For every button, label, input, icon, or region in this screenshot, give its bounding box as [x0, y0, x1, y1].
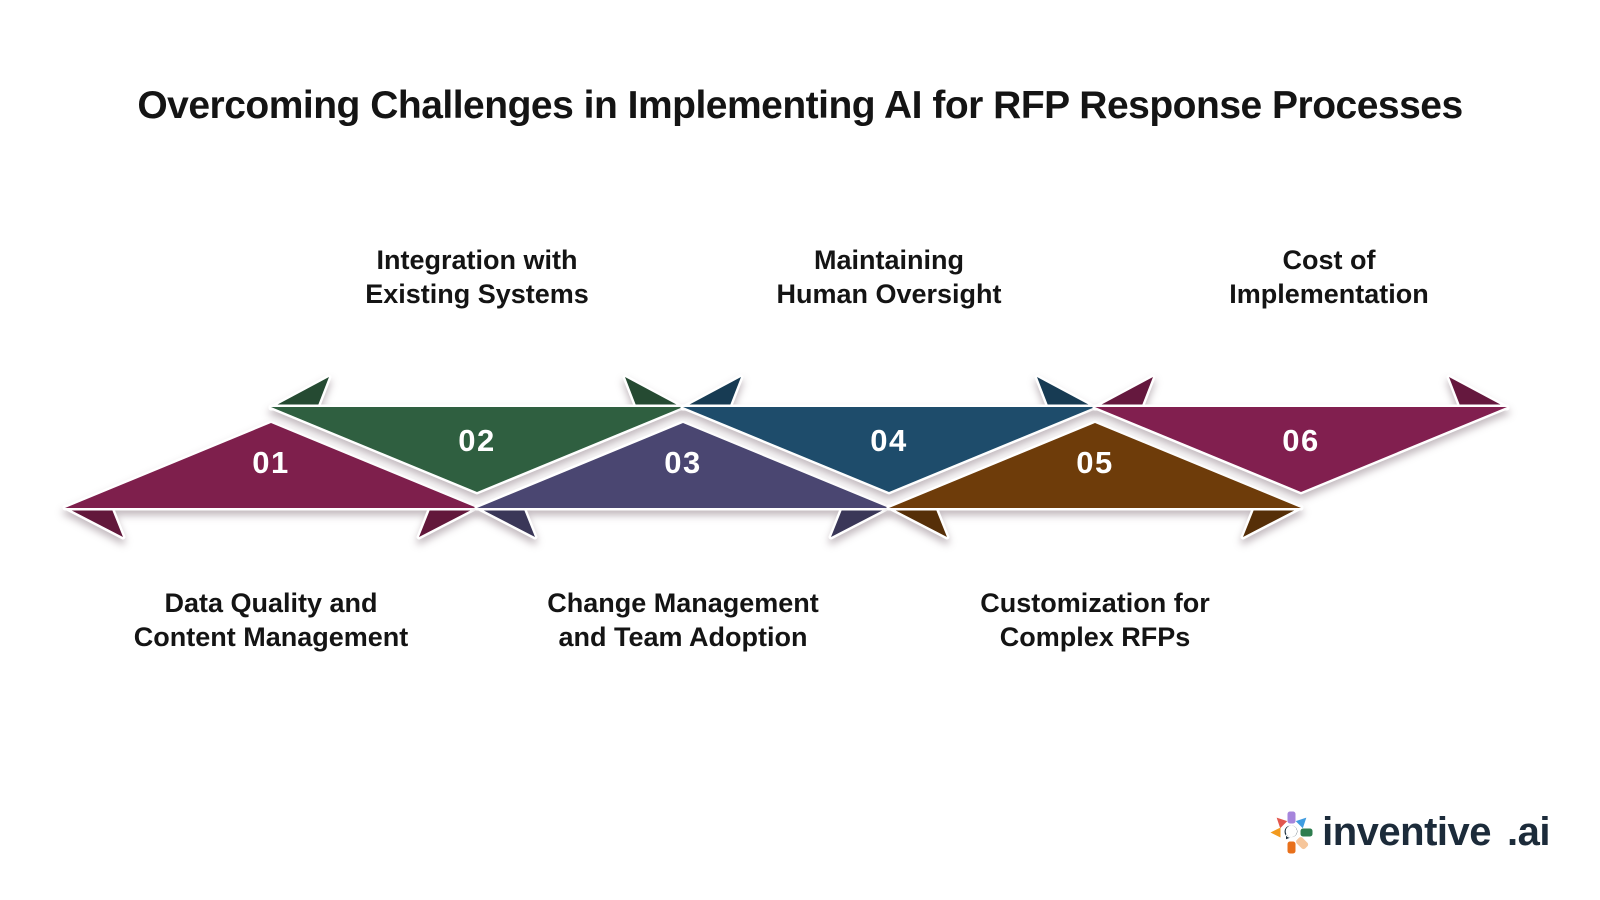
step-number: 06 [1282, 423, 1319, 458]
starburst-petal [1287, 841, 1296, 854]
starburst-petal [1270, 827, 1281, 838]
step-label-line: and Team Adoption [558, 622, 808, 652]
step-number: 03 [664, 445, 701, 480]
step-arrow-04: 04 [680, 374, 1098, 495]
brand-logo: inventive .ai [1268, 809, 1550, 856]
step-arrow-06: 06 [1092, 374, 1510, 495]
step-label-06: Cost of Implementation [1109, 243, 1549, 311]
step-number: 04 [870, 423, 907, 458]
step-label-line: Maintaining [814, 245, 964, 275]
step-label-line: Content Management [133, 622, 409, 652]
step-label-line: Data Quality and [164, 588, 378, 618]
logo-drop-dot [1289, 829, 1294, 833]
logo-drop-glyph [1284, 825, 1298, 840]
starburst-icon [1270, 811, 1313, 854]
starburst-petal [1295, 817, 1307, 829]
step-label-line: Cost of [1282, 245, 1376, 275]
step-arrow-03: 03 [474, 420, 892, 540]
step-label-line: Human Oversight [776, 279, 1002, 309]
step-arrow-05: 05 [886, 420, 1304, 540]
step-label-line: Customization for [980, 588, 1210, 618]
step-number: 05 [1076, 445, 1113, 480]
step-label-line: Existing Systems [365, 279, 589, 309]
step-label-line: Change Management [547, 588, 819, 618]
starburst-petal [1300, 828, 1313, 837]
starburst-petal [1276, 817, 1288, 829]
brand-name: inventive [1322, 810, 1492, 854]
step-label-line: Complex RFPs [999, 622, 1191, 652]
brand-suffix: .ai [1507, 810, 1550, 854]
step-label-line: Integration with [376, 245, 578, 275]
page-title: Overcoming Challenges in Implementing AI… [137, 84, 1463, 127]
step-number: 02 [458, 423, 495, 458]
step-label-line: Implementation [1229, 279, 1429, 309]
step-arrow-01: 01 [62, 420, 480, 540]
step-arrow-02: 02 [268, 374, 686, 495]
starburst-petal [1287, 811, 1296, 824]
step-number: 01 [252, 445, 289, 480]
step-label-03: Change Management and Team Adoption [463, 586, 903, 654]
starburst-petal [1296, 837, 1309, 850]
